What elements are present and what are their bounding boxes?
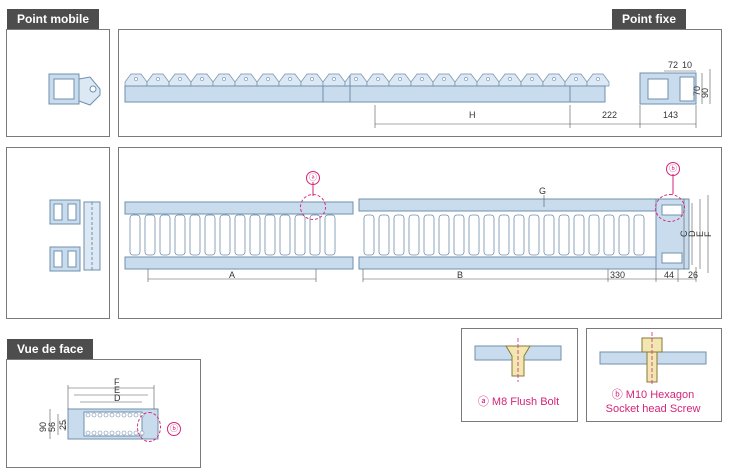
front-dim-56: 56: [47, 421, 57, 432]
plan-view-drawing: [124, 195, 709, 282]
side-view-drawing: [124, 69, 711, 128]
dim-44: 44: [664, 270, 675, 280]
dim-90: 90: [700, 87, 710, 98]
dim-222: 222: [602, 110, 618, 120]
front-marker-b: ⓑ: [167, 422, 181, 436]
flush-bolt-caption: ⓐ M8 Flush Bolt: [477, 396, 560, 408]
moving-end-plan-drawing: [49, 199, 101, 272]
dim-F: F: [703, 231, 713, 238]
hex-screw-callout-circle: [655, 194, 685, 222]
hex-screw-caption-line1: ⓑ M10 Hexagon: [611, 389, 695, 401]
moving-end-side-drawing: [48, 73, 101, 106]
front-dim-25: 25: [58, 419, 68, 430]
fixed-end-tab: Point fixe: [612, 9, 687, 29]
dim-10: 10: [682, 60, 693, 70]
dim-B: B: [457, 270, 464, 280]
dim-A: A: [229, 270, 236, 280]
moving-end-tab: Point mobile: [7, 9, 99, 29]
front-dim-E: E: [114, 385, 121, 395]
dim-72: 72: [668, 60, 679, 70]
front-callout-circle: [137, 412, 161, 442]
front-view-tab: Vue de face: [7, 339, 94, 359]
dim-330: 330: [610, 270, 626, 280]
dim-G: G: [539, 186, 547, 196]
hex-screw-caption-line2: Socket head Screw: [605, 403, 701, 415]
flush-bolt-drawing: [474, 338, 562, 382]
dim-143: 143: [663, 110, 679, 120]
flush-bolt-callout-circle: [300, 194, 326, 220]
marker-a-leader: [312, 182, 314, 196]
front-dim-F: F: [114, 377, 120, 387]
front-dim-D: D: [114, 393, 121, 403]
marker-b-leader: [672, 174, 674, 194]
dim-26: 26: [688, 270, 699, 280]
front-view-drawing: [49, 385, 159, 440]
dim-H: H: [469, 110, 476, 120]
hex-screw-drawing: [599, 332, 707, 386]
